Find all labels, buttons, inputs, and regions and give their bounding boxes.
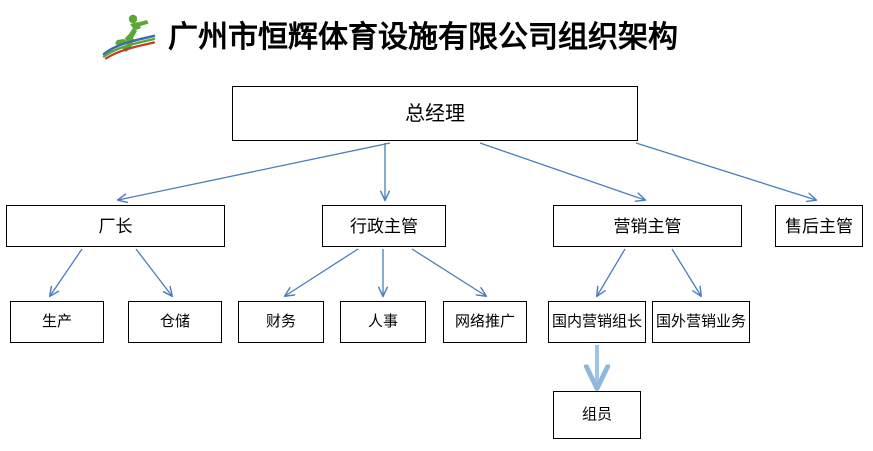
edge-admin-to-finance <box>285 248 359 296</box>
node-domestic-marketing-leader[interactable]: 国内营销组长 <box>548 301 646 343</box>
node-online-promotion[interactable]: 网络推广 <box>443 301 527 343</box>
node-label: 网络推广 <box>454 313 515 330</box>
edge-factory-to-prod <box>50 248 83 296</box>
node-label: 国内营销组长 <box>551 313 642 330</box>
node-team-member[interactable]: 组员 <box>553 391 641 439</box>
node-label: 财务 <box>265 313 296 330</box>
node-label: 总经理 <box>405 102 465 125</box>
node-label: 厂长 <box>98 216 133 236</box>
node-label: 营销主管 <box>613 216 682 236</box>
edge-marketing-to-overseas <box>671 248 701 296</box>
edge-gm-to-aftersale <box>635 142 816 200</box>
node-admin-supervisor[interactable]: 行政主管 <box>322 205 446 247</box>
node-general-manager[interactable]: 总经理 <box>232 86 638 141</box>
node-production[interactable]: 生产 <box>10 301 104 343</box>
edge-factory-to-storage <box>135 248 172 296</box>
page-header: 广州市恒辉体育设施有限公司组织架构 <box>100 6 678 62</box>
node-label: 行政主管 <box>350 216 418 236</box>
edge-admin-to-web <box>411 248 486 296</box>
node-human-resources[interactable]: 人事 <box>340 301 426 343</box>
node-warehousing[interactable]: 仓储 <box>128 301 222 343</box>
node-label: 人事 <box>367 313 398 330</box>
running-figure-logo-icon <box>100 8 158 60</box>
edge-gm-to-marketing <box>479 142 645 200</box>
node-label: 国外营销业务 <box>655 313 746 330</box>
node-marketing-supervisor[interactable]: 营销主管 <box>553 205 742 247</box>
page-title: 广州市恒辉体育设施有限公司组织架构 <box>168 21 678 54</box>
node-aftersales-supervisor[interactable]: 售后主管 <box>775 205 863 247</box>
node-label: 组员 <box>581 406 612 423</box>
edge-gm-to-factory <box>118 142 391 200</box>
node-label: 仓储 <box>159 313 190 330</box>
node-overseas-marketing[interactable]: 国外营销业务 <box>652 301 750 343</box>
node-factory-director[interactable]: 厂长 <box>6 205 225 247</box>
node-label: 售后主管 <box>785 216 853 236</box>
node-finance[interactable]: 财务 <box>238 301 324 343</box>
edge-marketing-to-domestic <box>597 248 626 296</box>
node-label: 生产 <box>41 313 72 330</box>
